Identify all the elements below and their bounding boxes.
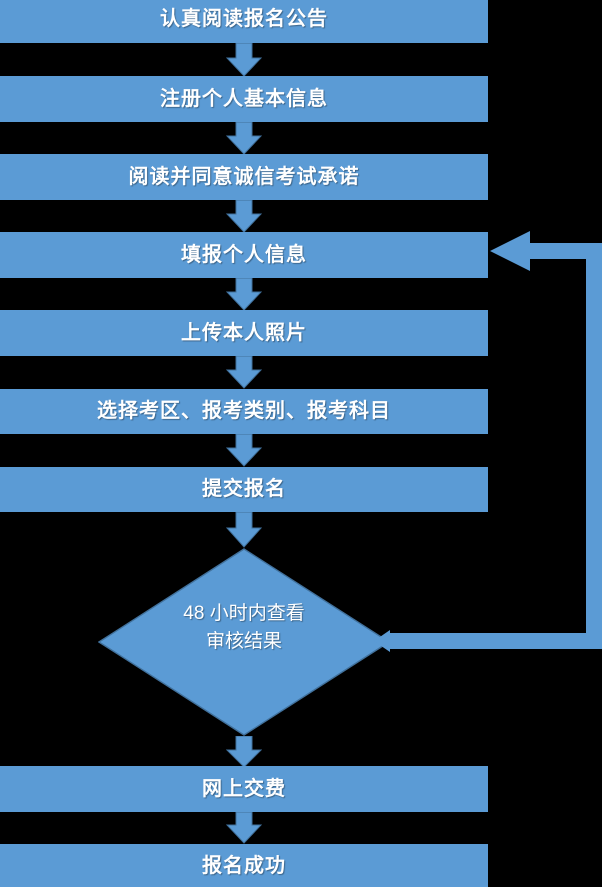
flow-node-accept-integrity-pledge[interactable]: 阅读并同意诚信考试承诺 (0, 154, 488, 200)
arrow-down-icon-2 (226, 122, 262, 155)
feedback-loop-bottom-segment (389, 633, 602, 649)
flow-node-label: 注册个人基本信息 (160, 87, 328, 110)
feedback-loop-vertical-segment (586, 243, 602, 641)
arrow-down-icon-9 (226, 812, 262, 844)
arrow-down-icon-8 (226, 736, 262, 768)
feedback-loop-top-segment (528, 243, 594, 259)
arrow-down-icon-6 (226, 434, 262, 467)
flow-node-review-result-decision[interactable]: 48 小时内查看 审核结果 (98, 548, 390, 736)
flow-node-label: 网上交费 (202, 777, 286, 800)
arrow-down-icon-3 (226, 200, 262, 233)
feedback-loop-tail-arrowhead-icon (374, 630, 390, 652)
arrow-down-icon-5 (226, 356, 262, 389)
flow-node-label: 阅读并同意诚信考试承诺 (128, 165, 360, 188)
flow-node-upload-photo[interactable]: 上传本人照片 (0, 310, 488, 356)
flow-node-label: 选择考区、报考类别、报考科目 (97, 400, 391, 422)
flow-node-label: 填报个人信息 (181, 243, 307, 266)
arrow-down-icon-1 (226, 43, 262, 77)
arrow-down-icon-7 (226, 512, 262, 548)
arrow-down-icon-4 (226, 278, 262, 311)
flow-node-select-district-category-subject[interactable]: 选择考区、报考类别、报考科目 (0, 389, 488, 434)
flow-node-label: 认真阅读报名公告 (160, 8, 328, 30)
flow-node-register-basic-info[interactable]: 注册个人基本信息 (0, 76, 488, 122)
flow-node-label: 报名成功 (202, 855, 286, 877)
flow-node-online-payment[interactable]: 网上交费 (0, 766, 488, 812)
flow-node-label: 上传本人照片 (181, 321, 307, 344)
flow-node-fill-personal-info[interactable]: 填报个人信息 (0, 232, 488, 278)
flow-node-submit-application[interactable]: 提交报名 (0, 467, 488, 512)
feedback-loop-arrowhead-icon (490, 231, 530, 271)
flow-node-read-announcement[interactable]: 认真阅读报名公告 (0, 0, 488, 43)
flow-node-label: 提交报名 (202, 478, 286, 500)
flow-node-registration-success[interactable]: 报名成功 (0, 844, 488, 887)
